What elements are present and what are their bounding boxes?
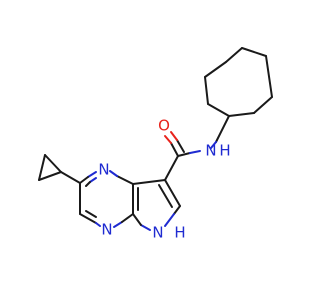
bond [121,213,134,223]
bond [228,112,255,117]
pyrrole-nitrogen-label: N [152,224,163,242]
bond [38,171,62,181]
pyrazine-nitrogen-label: N [101,221,112,239]
pyrazine-nitrogen-label: N [98,161,109,179]
bond [177,152,191,157]
bond [204,76,209,105]
pyrrole-hydrogen-label: H [174,224,185,242]
cyclopropyl-ring [38,154,81,184]
bond [60,171,81,184]
bond [189,150,201,154]
pyrrole-ring [132,179,181,231]
bond [140,224,151,231]
bond [89,177,97,183]
bond [207,103,230,117]
bond [170,142,179,157]
bond [253,96,273,114]
bond [173,205,181,215]
bond [215,115,230,143]
bond [241,47,267,57]
bond [132,179,166,185]
bond [176,139,185,153]
bond [95,222,101,227]
bond [164,213,175,227]
bond [109,170,118,177]
molecule-structure: N H O N N N H [38,47,273,242]
bond [164,135,172,144]
bond [38,154,46,181]
bond [79,213,97,224]
bond [265,55,273,98]
bond [158,184,173,208]
bond [204,61,227,78]
carbonyl-oxygen-label: O [158,117,170,135]
cyclohexyl-ring [204,47,273,117]
bond [210,141,217,149]
bond [116,175,134,185]
bond [170,131,178,141]
bond [113,221,123,228]
bond [44,154,62,173]
bond [164,155,179,181]
bond [164,179,181,207]
bond [85,181,91,187]
pyrazine-ring [79,170,134,228]
bond [87,171,97,178]
amide-nitrogen-label: N [205,142,216,160]
amide-hydrogen-label: H [219,142,230,160]
bond [85,210,97,218]
bond [225,47,243,63]
bond [132,213,142,226]
bond [79,176,89,184]
